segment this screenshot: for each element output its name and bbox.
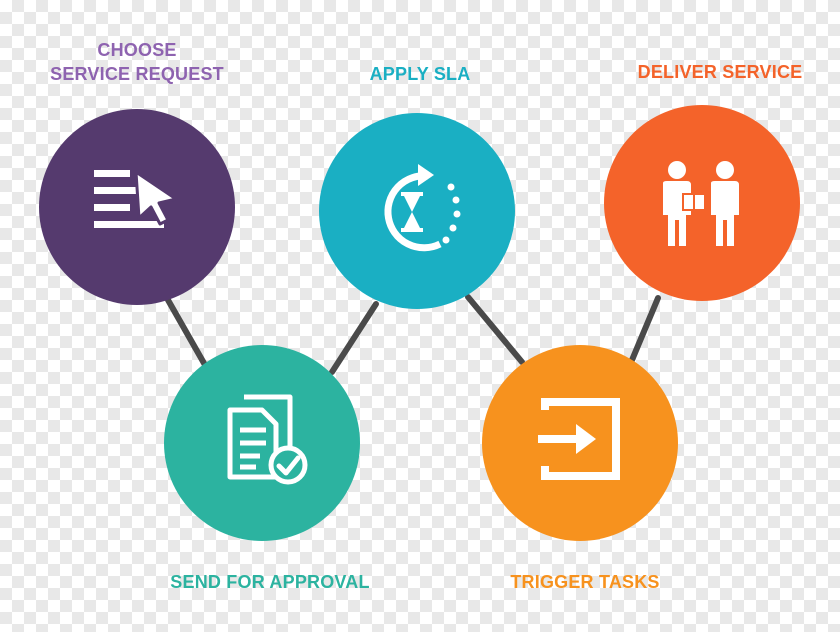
step-label-choose-line2: SERVICE REQUEST (50, 64, 224, 84)
menu-cursor-icon (94, 170, 178, 228)
connector-tasks-deliver (629, 295, 661, 363)
step-circle-sla (319, 113, 515, 309)
connectors (165, 294, 661, 375)
step-label-choose: CHOOSE SERVICE REQUEST (47, 38, 227, 86)
connector-approval-sla (329, 301, 379, 375)
step-label-choose-line1: CHOOSE (97, 40, 177, 60)
hourglass-refresh-icon (384, 164, 461, 252)
step-label-tasks: TRIGGER TASKS (510, 572, 660, 592)
step-label-sla: APPLY SLA (369, 64, 471, 84)
enter-arrow-icon (538, 398, 620, 480)
step-label-approval: SEND FOR APPROVAL (170, 572, 370, 592)
step-label-deliver: DELIVER SERVICE (637, 62, 803, 82)
connector-choose-approval (165, 297, 208, 368)
handover-people-icon (663, 161, 739, 246)
document-check-icon (227, 394, 308, 485)
connector-sla-tasks (465, 294, 525, 365)
